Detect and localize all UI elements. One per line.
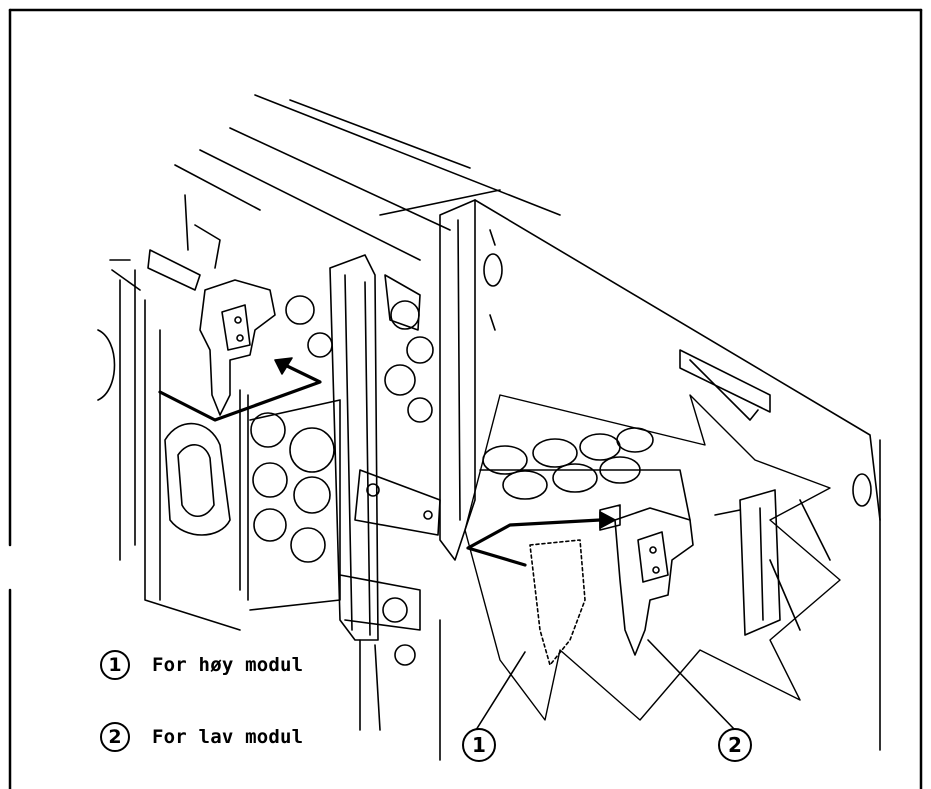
legend-item-1: 1 For høy modul [100,650,303,680]
legend-text-1: For høy modul [152,654,304,676]
legend-number-1: 1 [100,650,130,680]
left-module-drawing [97,94,561,731]
callout-1: 1 [462,728,496,762]
legend-number-2: 2 [100,722,130,752]
vent-holes [250,295,434,563]
legend-text-2: For lav modul [152,726,304,748]
callout-2: 2 [718,728,752,762]
frame-border [8,8,923,789]
right-module-drawing [439,199,881,761]
legend-item-2: 2 For lav modul [100,722,303,752]
